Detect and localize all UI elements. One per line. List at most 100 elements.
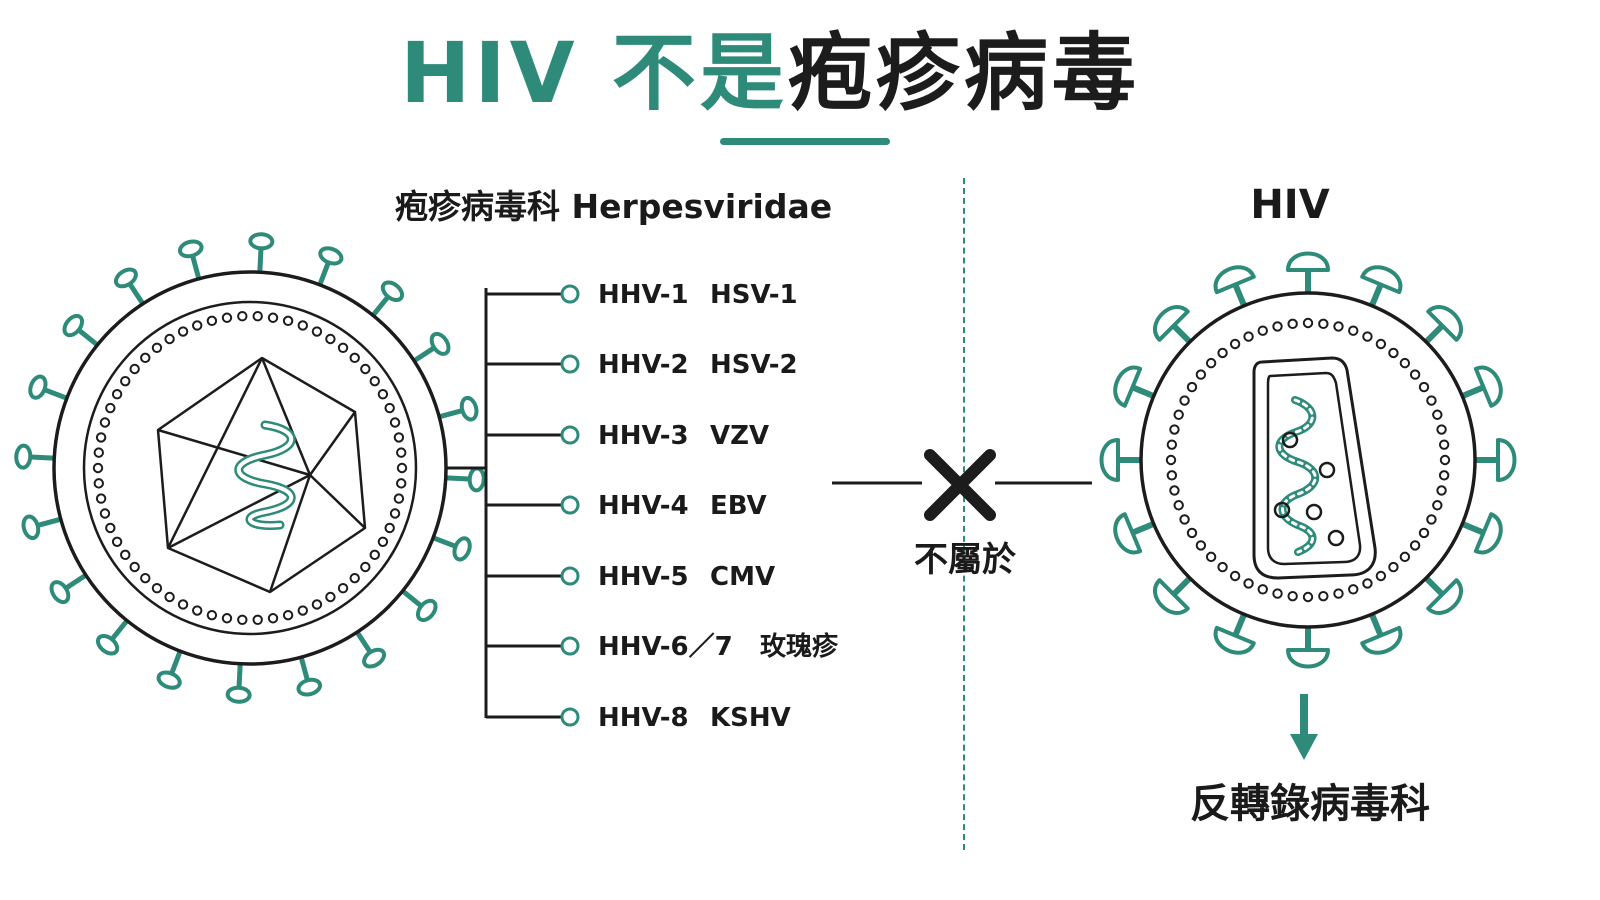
spike-stem <box>369 292 392 320</box>
member-alias: EBV <box>710 491 767 521</box>
spike-head <box>1360 265 1403 295</box>
member-alias: HSV-2 <box>710 350 798 380</box>
hiv-envelope <box>1139 291 1477 629</box>
spike-head <box>49 580 71 605</box>
spike-head <box>1426 578 1463 615</box>
herpes-glycoprotein-spikes <box>14 232 486 704</box>
spike-stem <box>25 454 59 461</box>
member-name: HHV-2 <box>598 350 689 380</box>
spike-stem <box>74 326 102 349</box>
spike-stem <box>33 516 66 529</box>
branch-node <box>560 284 580 304</box>
spike-stem <box>1172 573 1195 596</box>
spike-stem <box>298 652 311 685</box>
spike-head <box>21 514 41 541</box>
spike-head <box>380 280 405 303</box>
branch-node <box>560 707 580 727</box>
spike-head <box>1213 625 1256 655</box>
spike-stem <box>126 279 147 309</box>
spike-head <box>113 267 138 289</box>
hiv-conical-capsid <box>1252 356 1377 580</box>
spike-head <box>1473 512 1503 555</box>
spike-head <box>14 443 33 470</box>
spike-head <box>1496 438 1517 482</box>
member-alias: 玫瑰疹 <box>760 632 839 662</box>
hiv-particle-icon <box>1099 251 1517 669</box>
spike-stem <box>398 587 426 610</box>
member-alias: HSV-1 <box>710 280 798 310</box>
spike-stem <box>1131 385 1159 400</box>
herpesvirus-particle-icon <box>14 232 486 704</box>
list-item: HHV-2 HSV-2 <box>598 348 798 382</box>
spike-head <box>1153 305 1190 342</box>
spike-head <box>156 670 182 690</box>
spike-head <box>362 647 387 669</box>
spike-head <box>28 374 48 400</box>
spike-head <box>1286 648 1330 669</box>
branch-node <box>560 636 580 656</box>
title-underline <box>720 138 890 145</box>
spike-stem <box>1368 609 1383 637</box>
spike-stem <box>189 251 202 284</box>
member-name: HHV-4 <box>598 491 689 521</box>
hiv-heading: HIV <box>1250 182 1330 228</box>
spike-stem <box>257 243 264 277</box>
spike-stem <box>409 344 439 365</box>
spike-stem <box>1131 520 1159 535</box>
herpes-tegument-beads <box>92 310 408 626</box>
spike-head <box>177 239 204 259</box>
spike-head <box>429 331 451 356</box>
spike-stem <box>1457 385 1485 400</box>
dashed-divider <box>963 178 965 850</box>
spike-stem <box>434 407 467 420</box>
spike-head <box>1426 305 1463 342</box>
spike-head <box>62 313 85 338</box>
spike-head <box>467 466 486 493</box>
spike-head <box>1113 512 1143 555</box>
member-name: HHV-3 <box>598 421 689 451</box>
icosahedral-capsid <box>156 356 367 594</box>
herpes-envelope-outer <box>52 270 448 666</box>
spike-head <box>415 598 438 623</box>
title-herpes-virus: 疱疹病毒 <box>787 24 1140 122</box>
spike-stem <box>1368 283 1383 311</box>
spike-head <box>1153 578 1190 615</box>
spike-stem <box>61 571 91 592</box>
member-tree-connector <box>446 284 580 727</box>
branch-node <box>560 425 580 445</box>
member-alias: VZV <box>710 421 770 451</box>
spike-stem <box>236 659 243 693</box>
spike-stem <box>1421 324 1444 347</box>
member-alias: KSHV <box>710 703 791 733</box>
member-name: HHV-1 <box>598 280 689 310</box>
spike-head <box>318 246 344 266</box>
spike-stem <box>1457 520 1485 535</box>
list-item: HHV-4 EBV <box>598 489 767 523</box>
spike-stem <box>40 386 72 402</box>
spike-head <box>459 395 479 422</box>
spike-head <box>1473 365 1503 408</box>
title-hiv: HIV <box>400 24 579 122</box>
spike-stem <box>428 534 460 550</box>
spike-stem <box>1233 609 1248 637</box>
spike-head <box>1113 365 1143 408</box>
spike-head <box>248 232 275 251</box>
spike-stem <box>316 258 332 290</box>
spike-head <box>225 685 252 704</box>
spike-stem <box>1421 573 1444 596</box>
herpes-envelope-inner <box>82 300 418 636</box>
page-title: HIV 不是疱疹病毒 <box>0 18 1570 128</box>
hiv-envelope-spikes <box>1099 251 1517 669</box>
spike-head <box>452 536 472 562</box>
branch-node <box>560 566 580 586</box>
cross-mark-icon <box>924 449 996 521</box>
spike-head <box>1286 251 1330 272</box>
spike-stem <box>108 616 131 644</box>
branch-node <box>560 354 580 374</box>
spike-stem <box>168 646 184 678</box>
spike-head <box>1360 625 1403 655</box>
spike-head <box>296 677 323 697</box>
